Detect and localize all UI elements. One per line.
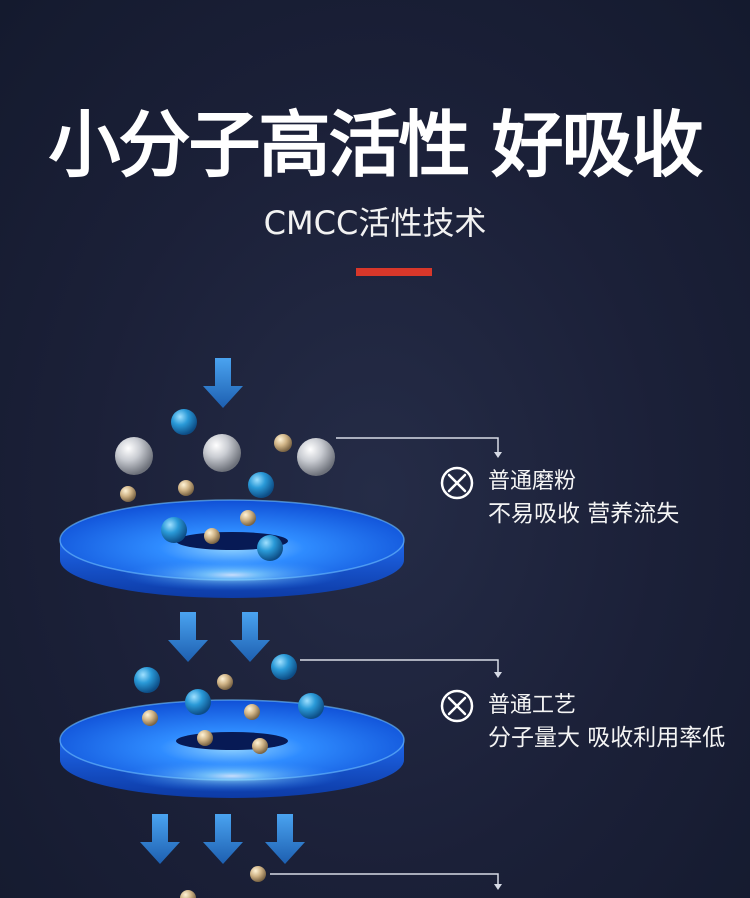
accent-bar [356, 268, 432, 276]
disc-stage-2 [59, 699, 405, 798]
particle-blue [185, 689, 211, 715]
particle-tan [180, 890, 196, 898]
particle-tan [142, 710, 158, 726]
particle-silver [297, 438, 335, 476]
particle-tan [197, 730, 213, 746]
down-arrow-icon [140, 814, 180, 864]
page-title: 小分子高活性 好吸收 [48, 103, 703, 187]
stage-1-label: 普通磨粉 不易吸收 营养流失 [488, 466, 679, 530]
particle-tan [120, 486, 136, 502]
particle-blue [161, 517, 187, 543]
particle-tan [274, 434, 292, 452]
particle-blue [171, 409, 197, 435]
particle-blue [298, 693, 324, 719]
down-arrow-icon [265, 814, 305, 864]
stage-1-label-top: 普通磨粉 [488, 469, 577, 494]
particle-tan [244, 704, 260, 720]
particle-silver [115, 437, 153, 475]
particle-silver [203, 434, 241, 472]
particle-tan [178, 480, 194, 496]
down-arrow-icon [230, 612, 270, 662]
x-circle-icon [440, 689, 474, 723]
connector-line [336, 437, 499, 452]
stage-2-label-bottom: 分子量大 吸收利用率低 [488, 725, 726, 751]
particle-blue [134, 667, 160, 693]
particle-tan [204, 528, 220, 544]
particle-tan [217, 674, 233, 690]
x-circle-icon [440, 466, 474, 500]
particle-tan [250, 866, 266, 882]
particle-tan [252, 738, 268, 754]
particle-blue [271, 654, 297, 680]
stage-2-label: 普通工艺 分子量大 吸收利用率低 [488, 690, 725, 754]
stage-2-label-top: 普通工艺 [488, 693, 577, 718]
down-arrow-icon [168, 612, 208, 662]
particle-blue [248, 472, 274, 498]
page-subtitle: CMCC活性技术 [263, 204, 487, 242]
down-arrow-icon [203, 358, 243, 408]
stage-1-label-bottom: 不易吸收 营养流失 [488, 501, 680, 527]
down-arrow-icon [203, 814, 243, 864]
connector-line [270, 873, 499, 884]
connector-line [300, 659, 499, 672]
particle-blue [257, 535, 283, 561]
disc-stage-1 [59, 499, 405, 598]
particle-tan [240, 510, 256, 526]
